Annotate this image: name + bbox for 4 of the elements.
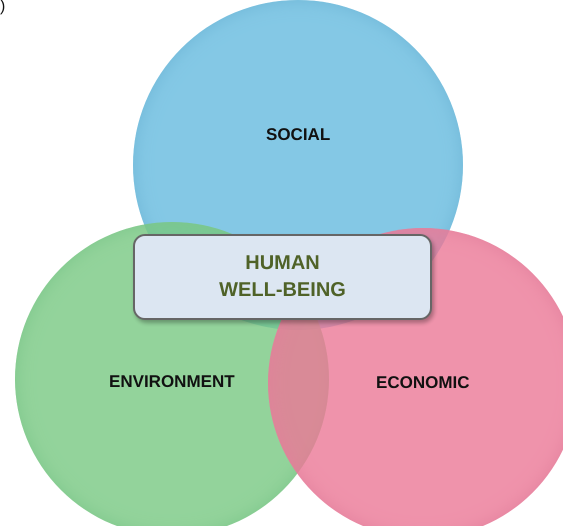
circle-label: ECONOMIC	[376, 373, 470, 393]
circle-label: SOCIAL	[266, 125, 330, 145]
center-label: HUMAN WELL-BEING	[218, 251, 347, 303]
circle-label: ENVIRONMENT	[109, 372, 235, 392]
